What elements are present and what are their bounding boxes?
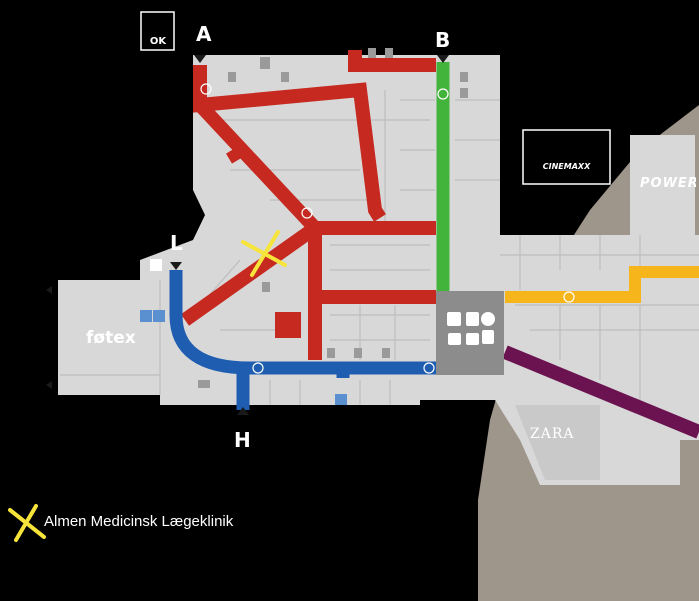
elevator-icon <box>260 57 270 69</box>
entrance-west-2 <box>46 381 52 389</box>
power-label: POWER <box>640 176 696 191</box>
entrance-a-label: A <box>196 22 212 46</box>
route-yellow <box>505 266 699 303</box>
entrance-h-label: H <box>234 428 251 452</box>
restaurant-icon <box>281 72 289 82</box>
entrance-b-label: B <box>435 28 451 52</box>
info-icon <box>423 362 435 374</box>
zara-label: ZARA <box>530 426 575 442</box>
info-icon <box>200 83 212 95</box>
elevator-icon <box>448 333 461 345</box>
entrance-markers <box>46 55 449 415</box>
legend-x-marker-icon <box>8 504 46 542</box>
x-marker-icon <box>241 230 287 277</box>
restroom-icon <box>335 394 347 405</box>
info-icon <box>481 312 495 326</box>
restaurant-icon <box>382 348 390 358</box>
restaurant-icon <box>460 88 468 98</box>
wheelchair-icon <box>466 312 479 326</box>
restroom-icon <box>150 259 162 271</box>
info-icon <box>301 207 313 219</box>
restaurant-icon <box>368 48 376 58</box>
route-red <box>180 50 436 360</box>
restroom-icon <box>447 312 461 326</box>
info-icon <box>437 88 449 100</box>
restroom-icon <box>466 333 479 345</box>
info-hub-icons <box>447 312 495 345</box>
entrance-a-marker <box>194 55 206 63</box>
route-purple <box>502 345 699 439</box>
cinemaxx-label: CINEMAXX <box>542 162 591 171</box>
restaurant-icon <box>385 48 393 58</box>
info-icon <box>252 362 264 374</box>
floor-right <box>630 135 695 235</box>
restaurant-icon <box>228 72 236 82</box>
ok-store-box <box>140 11 175 51</box>
info-icon <box>482 330 494 344</box>
floor-zara <box>515 405 600 480</box>
map-icons <box>140 48 468 405</box>
cinemaxx-box <box>522 129 611 185</box>
fotex-label: føtex <box>86 328 136 348</box>
entrance-l-label: L <box>170 231 183 255</box>
restaurant-icon <box>354 348 362 358</box>
restaurant-icon <box>460 72 468 82</box>
info-icon <box>563 291 575 303</box>
red-block <box>275 312 301 338</box>
entrance-b-marker <box>437 55 449 63</box>
entrance-west-1 <box>46 286 52 294</box>
restaurant-icon <box>262 282 270 292</box>
accessible-icon <box>198 380 210 388</box>
restroom-icon <box>153 310 165 322</box>
entrance-h-marker <box>237 407 249 415</box>
route-blue <box>169 270 436 410</box>
restaurant-icon <box>327 348 335 358</box>
entrance-l-marker <box>170 262 182 270</box>
info-points <box>200 83 575 374</box>
restroom-icon <box>140 310 152 322</box>
ok-store-label: OK <box>149 36 167 47</box>
legend-label: Almen Medicinsk Lægeklinik <box>44 513 234 530</box>
